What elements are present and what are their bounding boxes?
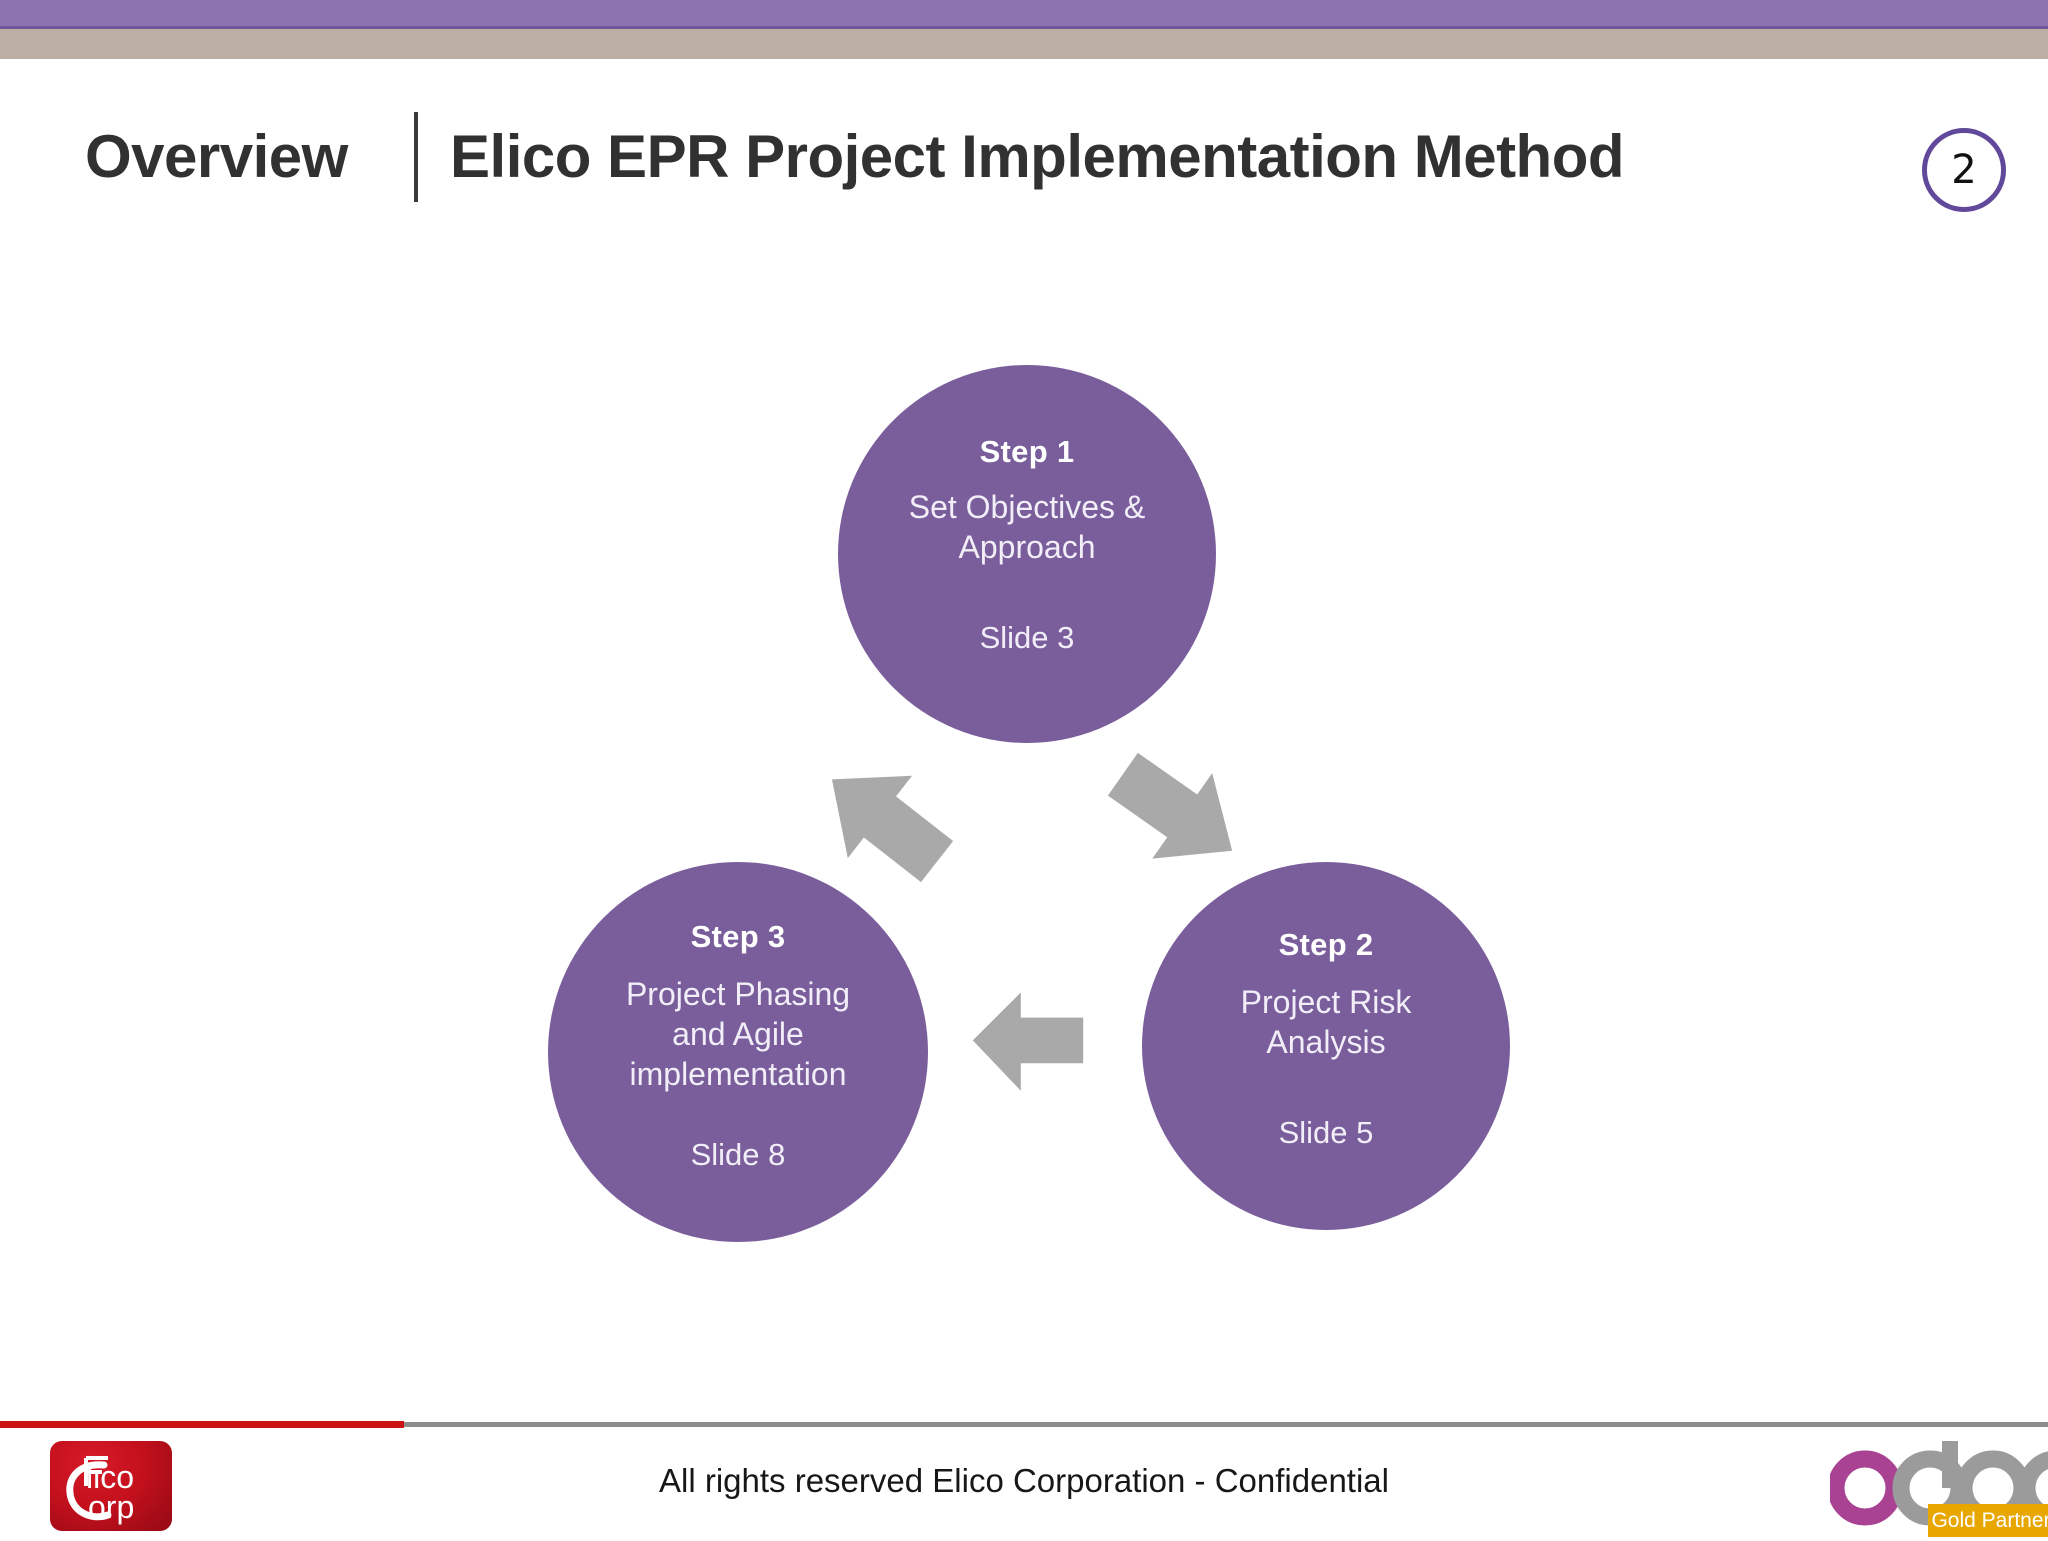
step3-title: Step 3 (690, 919, 786, 954)
step1-slide-ref: Slide 3 (979, 620, 1075, 655)
svg-text:orp: orp (88, 1489, 134, 1525)
step2-slide-ref: Slide 5 (1278, 1115, 1374, 1150)
step1-title: Step 1 (979, 434, 1075, 469)
page-title-overview: Overview (85, 123, 348, 190)
footer-rule-gray (404, 1422, 2048, 1427)
step2-description-line-2: Analysis (1266, 1024, 1386, 1060)
page-title: Elico EPR Project Implementation Method (450, 123, 1625, 190)
step3-description: Project Phasing and Agile implementation (626, 974, 850, 1094)
page-number-badge: 2 (1922, 128, 2006, 212)
elico-logo-mark-icon: lico orp (66, 1456, 134, 1525)
step3-slide-ref: Slide 8 (690, 1137, 786, 1172)
footer-copyright-text: All rights reserved Elico Corporation - … (659, 1462, 1389, 1499)
diagram-node-step2[interactable]: Step 2 Project Risk Analysis Slide 5 (1142, 862, 1510, 1230)
step2-title: Step 2 (1278, 927, 1374, 962)
step2-description-line-1: Project Risk (1240, 984, 1412, 1020)
arrow-step2-to-step3-icon[interactable] (968, 978, 1088, 1098)
step3-description-line-3: implementation (629, 1056, 847, 1092)
step1-description-line-2: Approach (958, 529, 1096, 565)
title-divider (414, 112, 418, 202)
step2-description: Project Risk Analysis (1241, 982, 1412, 1062)
page-number-label: 2 (1951, 147, 1977, 193)
odoo-gold-partner-badge: Gold Partner (1928, 1504, 2048, 1537)
arrow-step1-to-step2-icon[interactable] (1105, 740, 1250, 885)
diagram-node-step3[interactable]: Step 3 Project Phasing and Agile impleme… (548, 862, 928, 1242)
step1-description: Set Objectives & Approach (909, 487, 1146, 567)
elico-corp-logo: lico orp (50, 1441, 172, 1531)
diagram-node-step1[interactable]: Step 1 Set Objectives & Approach Slide 3 (838, 365, 1216, 743)
footer-rule-red (0, 1421, 404, 1428)
slide-title-row: Overview Elico EPR Project Implementatio… (0, 112, 2048, 220)
step3-description-line-1: Project Phasing (625, 976, 851, 1012)
top-accent-bar-tan (0, 29, 2048, 59)
arrow-step3-to-step1-icon[interactable] (812, 748, 957, 893)
step3-description-line-2: and Agile (672, 1016, 804, 1052)
step1-description-line-1: Set Objectives & (908, 489, 1146, 525)
svg-text:lico: lico (86, 1459, 134, 1495)
top-accent-bar-divider (0, 26, 2048, 29)
top-accent-bar-purple (0, 0, 2048, 26)
